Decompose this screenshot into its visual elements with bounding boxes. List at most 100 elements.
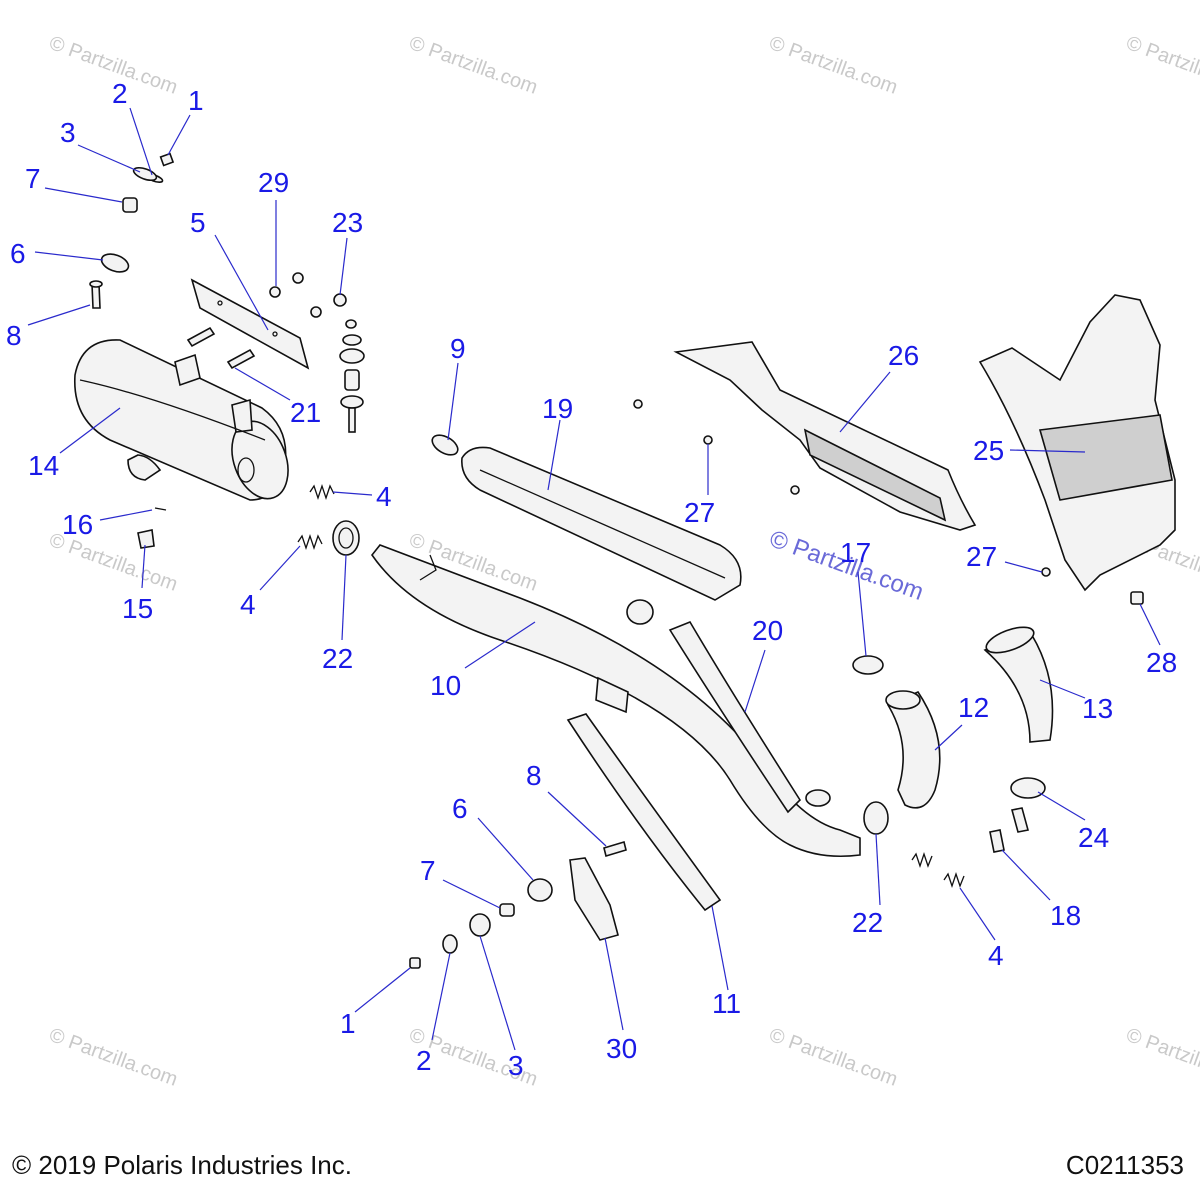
callout-number: 8 bbox=[526, 760, 542, 791]
nut-part bbox=[159, 152, 175, 167]
gasket-part bbox=[863, 801, 889, 835]
grommet-part bbox=[100, 253, 130, 273]
callout-number: 6 bbox=[452, 793, 468, 824]
callout-number: 11 bbox=[712, 988, 741, 1019]
clamp-part bbox=[431, 434, 459, 456]
gasket-part bbox=[332, 520, 360, 556]
elbow-flange bbox=[985, 626, 1035, 654]
callout-number: 21 bbox=[290, 397, 321, 428]
callout-number: 26 bbox=[888, 340, 919, 371]
stud-part bbox=[989, 829, 1005, 853]
nut-part bbox=[333, 293, 347, 307]
bolt-part bbox=[348, 407, 356, 433]
bracket-part bbox=[190, 278, 310, 370]
callout-number: 27 bbox=[966, 541, 997, 572]
watermark: © Partzilla.com bbox=[1123, 1024, 1200, 1091]
pipe-bracket bbox=[595, 676, 629, 714]
leader-lines bbox=[27, 107, 1161, 1051]
nut-part bbox=[345, 319, 357, 329]
spacer-part bbox=[344, 369, 360, 391]
spring-part bbox=[309, 483, 335, 501]
callout-number: 17 bbox=[840, 537, 871, 568]
clamp-part bbox=[1010, 777, 1046, 799]
nut-part bbox=[409, 957, 421, 969]
washer-part bbox=[132, 166, 158, 182]
washer-part bbox=[269, 286, 281, 298]
screw-part bbox=[1041, 567, 1051, 577]
callout-number: 23 bbox=[332, 207, 363, 238]
bushing-part bbox=[499, 903, 515, 917]
stud-part bbox=[1011, 807, 1029, 833]
washer-part bbox=[310, 306, 322, 318]
callout-number: 19 bbox=[542, 393, 573, 424]
watermark: © Partzilla.com bbox=[46, 1024, 180, 1091]
callout-number: 3 bbox=[60, 117, 76, 148]
clip-part bbox=[1130, 591, 1144, 605]
callout-number: 16 bbox=[62, 509, 93, 540]
callout-number: 12 bbox=[958, 692, 989, 723]
callout-number: 2 bbox=[416, 1045, 432, 1076]
watermark: © Partzilla.com bbox=[766, 1024, 900, 1091]
elbow-part bbox=[886, 691, 941, 809]
grommet-part bbox=[527, 878, 553, 902]
callout-number: 10 bbox=[430, 670, 461, 701]
spring-part bbox=[943, 871, 965, 889]
screw-part bbox=[703, 435, 713, 445]
callout-number: 24 bbox=[1078, 822, 1109, 853]
clamp-part bbox=[626, 599, 654, 625]
callout-number: 29 bbox=[258, 167, 289, 198]
bolt-part bbox=[603, 840, 627, 858]
clip-part bbox=[154, 507, 167, 511]
watermark: © Partzilla.com bbox=[1123, 32, 1200, 99]
callout-number: 4 bbox=[988, 940, 1004, 971]
muffler-part bbox=[74, 339, 289, 501]
callout-number: 4 bbox=[240, 589, 256, 620]
bolt-part bbox=[226, 348, 256, 370]
callout-number: 1 bbox=[188, 85, 204, 116]
plug-part bbox=[137, 529, 155, 549]
elbow-part bbox=[983, 631, 1054, 743]
callout-number: 1 bbox=[340, 1008, 356, 1039]
callout-number: 7 bbox=[420, 855, 436, 886]
clamp-part bbox=[805, 789, 831, 807]
callout-number: 25 bbox=[973, 435, 1004, 466]
heat-shield-part bbox=[566, 713, 722, 912]
callout-number: 9 bbox=[450, 333, 466, 364]
heat-shield-panel bbox=[803, 428, 947, 522]
bolt-part bbox=[186, 326, 216, 348]
spring-part bbox=[911, 851, 933, 869]
callout-number: 5 bbox=[190, 207, 206, 238]
bracket-part bbox=[569, 857, 619, 941]
copyright-text: © 2019 Polaris Industries Inc. bbox=[12, 1150, 352, 1180]
elbow-flange bbox=[885, 690, 921, 710]
spring-part bbox=[297, 533, 323, 551]
callout-number: 28 bbox=[1146, 647, 1177, 678]
grommet-part bbox=[340, 395, 364, 409]
parts bbox=[74, 152, 1176, 969]
grommet-part bbox=[339, 348, 365, 364]
callout-number: 13 bbox=[1082, 693, 1113, 724]
header-pipe-part bbox=[371, 544, 861, 858]
callout-number: 4 bbox=[376, 481, 392, 512]
heat-shield-panel bbox=[1038, 414, 1173, 501]
callout-number: 15 bbox=[122, 593, 153, 624]
callout-number: 27 bbox=[684, 497, 715, 528]
bolt-head bbox=[89, 280, 103, 288]
heat-shield-part bbox=[668, 621, 802, 814]
screw-part bbox=[790, 485, 800, 495]
callout-number: 2 bbox=[112, 78, 128, 109]
callout-number: 20 bbox=[752, 615, 783, 646]
callout-number: 3 bbox=[508, 1050, 524, 1081]
bushing-part bbox=[122, 197, 138, 213]
callout-number: 8 bbox=[6, 320, 22, 351]
watermark: © Partzilla.com bbox=[766, 32, 900, 99]
callout-number: 22 bbox=[852, 907, 883, 938]
callout-number: 18 bbox=[1050, 900, 1081, 931]
callout-number: 14 bbox=[28, 450, 59, 481]
callout-labels: 1 2 3 7 6 8 29 5 23 14 21 4 4 16 15 22 9… bbox=[6, 78, 1177, 1081]
watermark: © Partzilla.com bbox=[406, 32, 540, 99]
screw-part bbox=[633, 399, 643, 409]
washer-part bbox=[442, 934, 458, 954]
watermarks: © Partzilla.com © Partzilla.com © Partzi… bbox=[46, 32, 1200, 1091]
